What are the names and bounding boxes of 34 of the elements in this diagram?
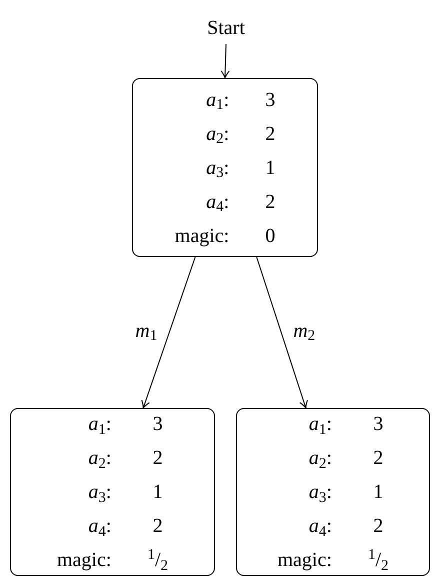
- variable-name: a$_{1}$:: [308, 412, 332, 438]
- variable-value: 3: [265, 88, 276, 112]
- variable-name: a$_{4}$:: [205, 190, 230, 216]
- variable-name: a$_{3}$:: [87, 480, 112, 506]
- variable-name: magic:: [174, 224, 230, 248]
- variable-name: a$_{3}$:: [308, 480, 332, 506]
- variable-name: a$_{4}$:: [87, 514, 112, 540]
- variable-name: magic:: [278, 548, 332, 573]
- state-box: [236, 408, 430, 576]
- variable-value: 3: [152, 412, 164, 437]
- variable-value: $^{1}$/$_{2}$: [368, 546, 388, 574]
- start-label: Start: [207, 18, 245, 38]
- variable-name: a$_{1}$:: [205, 88, 230, 114]
- variable-value: 2: [152, 514, 164, 539]
- variable-name: a$_{4}$:: [308, 514, 332, 540]
- variable-value: 2: [265, 190, 276, 214]
- variable-name: magic:: [57, 548, 112, 573]
- variable-value: 1: [372, 480, 384, 505]
- variable-value: 2: [265, 122, 276, 146]
- variable-value: 2: [372, 446, 384, 471]
- variable-value: 3: [372, 412, 384, 437]
- variable-name: a$_{3}$:: [205, 156, 230, 182]
- variable-value: 0: [265, 224, 276, 248]
- variable-value: 1: [152, 480, 164, 505]
- state-box: [132, 78, 318, 257]
- variable-name: a$_{2}$:: [205, 122, 230, 148]
- variable-name: a$_{2}$:: [87, 446, 112, 472]
- variable-name: a$_{2}$:: [308, 446, 332, 472]
- variable-value: $^{1}$/$_{2}$: [147, 546, 168, 574]
- variable-value: 1: [265, 156, 276, 180]
- state-box: [10, 408, 215, 576]
- variable-value: 2: [372, 514, 384, 539]
- variable-value: 2: [152, 446, 164, 471]
- variable-name: a$_{1}$:: [87, 412, 112, 438]
